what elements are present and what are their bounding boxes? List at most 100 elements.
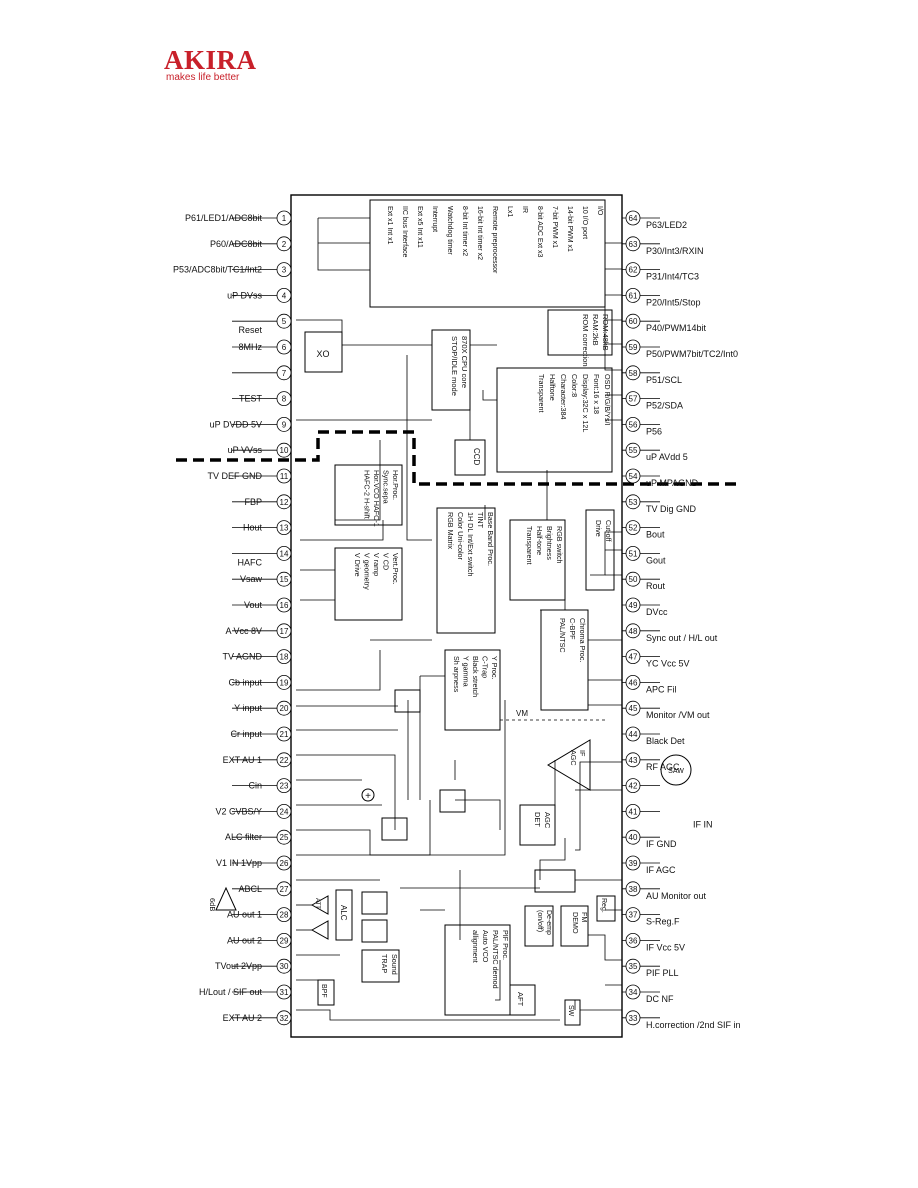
- logo-tagline: makes life better: [166, 72, 240, 83]
- pin-circle: [625, 365, 641, 381]
- aft-block: [509, 984, 536, 1016]
- pin-number: 10: [280, 446, 289, 455]
- cpu-line: 870X CPU core: [460, 336, 469, 388]
- left-pin-4: 4uP DVss: [227, 287, 292, 303]
- left-pin-column: 1P61/LED1/ADC8bit2P60/ADC8bit3P53/ADC8bi…: [173, 210, 292, 1026]
- akira-logo: AKIRA makes life better: [164, 46, 274, 86]
- chroma-block-text: Chroma Proc.C-BPFPAL/NTSC: [558, 618, 587, 662]
- pin-circle: [625, 339, 641, 355]
- pin-number: 31: [280, 988, 289, 997]
- pin-label: S-Reg.F: [646, 917, 680, 927]
- pin-circle: [276, 365, 292, 381]
- pif-block: [444, 924, 511, 1016]
- pin-label: P60/ADC8bit: [210, 239, 263, 249]
- gain-block-text: 6dB: [208, 898, 217, 911]
- io-line: 14-bit PWM x1: [566, 206, 573, 252]
- switch-box-b: [439, 789, 466, 813]
- deemp-line: De-emp: [545, 910, 552, 935]
- pin-number: 21: [280, 730, 289, 739]
- hor-line: Sync.sepa: [382, 470, 391, 504]
- pin-circle: [625, 804, 641, 819]
- switch-box-e: [361, 891, 388, 915]
- alc-block-text: ALC: [339, 905, 348, 921]
- pin-number: 14: [280, 549, 289, 558]
- pin-number: 50: [629, 575, 638, 584]
- pin-number: 39: [629, 859, 638, 868]
- left-pin-9: 9uP DVDD 5V: [210, 416, 292, 432]
- pin-label: EXT AU 2: [223, 1013, 262, 1023]
- aft-block-text: AFT: [516, 992, 525, 1007]
- pin-circle: [276, 778, 292, 793]
- pin-circle: [276, 675, 292, 690]
- pin-circle: [276, 1010, 292, 1026]
- pin-label: uP DVss: [227, 290, 262, 300]
- pin-circle: [276, 907, 292, 922]
- att-line: ATT: [314, 898, 320, 909]
- pin-label: P51/SCL: [646, 375, 682, 385]
- vert-line: Vert.Proc.: [391, 553, 400, 585]
- pin-label: TV Dig GND: [646, 504, 697, 514]
- memory-block: [547, 309, 613, 356]
- ccd-block: [454, 439, 486, 476]
- pin-label: P61/LED1/ADC8bit: [185, 213, 263, 223]
- pin-circle: [625, 1010, 641, 1026]
- pin-circle: [276, 262, 292, 278]
- pin-label: P30/Int3/RXIN: [646, 246, 704, 256]
- osd-line: Character:384: [559, 374, 568, 420]
- pin-circle: [276, 597, 292, 613]
- pin-number: 52: [629, 524, 638, 533]
- rgbsw-block-text: RGB switchBrightnessHalf-toneTransparent: [525, 526, 564, 565]
- pin-circle: [625, 984, 641, 1000]
- fmdemo-block: [560, 905, 589, 947]
- pin-circle: [625, 958, 641, 974]
- right-pin-33: 33H.correction /2nd SIF in: [622, 1010, 741, 1030]
- pin-circle: [276, 855, 292, 871]
- plus-block-text: +: [365, 791, 371, 802]
- pin-label: DC NF: [646, 994, 674, 1004]
- att-amp-1: [310, 895, 329, 915]
- pin-number: 32: [280, 1014, 289, 1023]
- pin-label: ABCL: [238, 884, 262, 894]
- reg-block: [596, 895, 616, 922]
- pin-circle: [276, 933, 292, 948]
- pin-label: Vsaw: [240, 574, 263, 584]
- pin-number: 16: [280, 601, 289, 610]
- left-pin-32: 32 EXT AU 2: [223, 1010, 292, 1026]
- pin-label: RF AGC: [646, 762, 680, 772]
- pin-number: 44: [629, 730, 638, 739]
- io-line: IIC bus Interface: [401, 206, 408, 257]
- pin-label: APC Fil: [646, 684, 677, 694]
- pin-circle: [276, 984, 292, 1000]
- pin-number: 42: [629, 782, 638, 791]
- pin-circle: [276, 416, 292, 432]
- switch-box-d: [534, 869, 576, 893]
- pin-number: 11: [280, 472, 289, 481]
- pin-number: 36: [629, 936, 638, 945]
- pin-number: 15: [280, 575, 289, 584]
- vert-line: V Drive: [353, 553, 362, 577]
- baseband-line: TINT: [476, 512, 485, 529]
- pin-label: H/Lout / SIF out: [199, 987, 263, 997]
- switch-box-a: [394, 689, 421, 713]
- vert-block-text: Vert.Proc.V CDV rampV geometryV Drive: [353, 553, 400, 590]
- cpu-block-text: 870X CPU coreSTOP/IDLE mode: [450, 336, 469, 396]
- yproc-line: C-Trap: [481, 656, 490, 678]
- right-pin-42: 42: [622, 778, 660, 793]
- pin-number: 25: [280, 833, 289, 842]
